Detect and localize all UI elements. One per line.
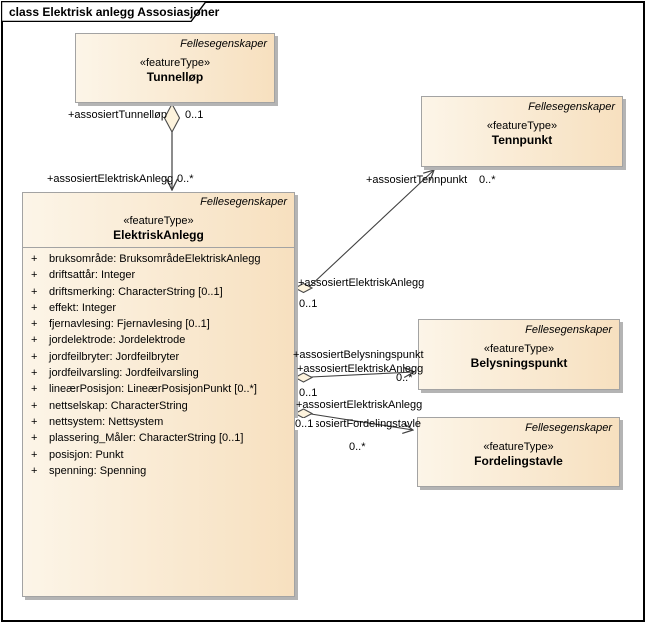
- multiplicity-label[interactable]: 0..1: [185, 109, 204, 121]
- attribute-text: posisjon: Punkt: [49, 448, 124, 461]
- diagram-title: class Elektrisk anlegg Assosiasjoner: [9, 5, 220, 19]
- visibility-marker: +: [31, 318, 38, 331]
- class-name: Tennpunkt: [491, 133, 553, 147]
- property-label: Fellesegenskaper: [525, 422, 612, 434]
- stereotype-label: «featureType»: [483, 441, 554, 453]
- property-label: Fellesegenskaper: [180, 38, 267, 50]
- stereotype-label: «featureType»: [123, 215, 194, 227]
- attribute-row[interactable]: + lineærPosisjon: LineærPosisjonPunkt [0.…: [23, 383, 294, 399]
- visibility-marker: +: [31, 269, 38, 282]
- visibility-marker: +: [31, 464, 38, 477]
- multiplicity-label[interactable]: 0..1: [299, 298, 318, 310]
- role-label-assosiert-elektriskanlegg[interactable]: +assosiertElektriskAnlegg: [298, 277, 425, 289]
- attribute-text: lineærPosisjon: LineærPosisjonPunkt [0..…: [49, 383, 257, 396]
- attribute-row[interactable]: + plassering_Måler: CharacterString [0..1…: [23, 432, 294, 448]
- attribute-row[interactable]: + jordfeilvarsling: Jordfeilvarsling: [23, 367, 294, 383]
- association-tunnellop[interactable]: [163, 102, 181, 190]
- visibility-marker: +: [31, 334, 38, 347]
- aggregation-diamond-icon: [163, 102, 181, 134]
- multiplicity-label[interactable]: 0..*: [349, 441, 366, 453]
- visibility-marker: +: [31, 285, 38, 298]
- role-label-assosiert-tennpunkt[interactable]: +assosiertTennpunkt: [366, 174, 468, 186]
- association-tennpunkt[interactable]: [293, 170, 434, 294]
- attribute-row[interactable]: + fjernavlesing: Fjernavlesing [0..1]: [23, 318, 294, 334]
- property-label: Fellesegenskaper: [200, 196, 287, 208]
- visibility-marker: +: [31, 367, 38, 380]
- multiplicity-label[interactable]: 0..*: [177, 173, 194, 185]
- class-box-tennpunkt[interactable]: Fellesegenskaper «featureType» Tennpunkt: [421, 96, 623, 167]
- visibility-marker: +: [31, 432, 38, 445]
- multiplicity-label[interactable]: 0..1: [295, 418, 317, 430]
- attribute-text: jordfeilvarsling: Jordfeilvarsling: [49, 367, 199, 380]
- role-label-assosiert-fordelingstavle[interactable]: +assosiertFordelingstavle: [296, 418, 422, 430]
- class-header: Fellesegenskaper «featureType» Elektrisk…: [23, 193, 294, 248]
- attribute-row[interactable]: + nettsystem: Nettsystem: [23, 416, 294, 432]
- stereotype-label: «featureType»: [483, 343, 555, 355]
- attribute-row[interactable]: + jordfeilbryter: Jordfeilbryter: [23, 351, 294, 367]
- association-belysningspunkt[interactable]: [293, 372, 414, 383]
- attribute-row[interactable]: + nettselskap: CharacterString: [23, 400, 294, 416]
- attribute-text: nettselskap: CharacterString: [49, 399, 188, 412]
- visibility-marker: +: [31, 301, 38, 314]
- visibility-marker: +: [31, 350, 38, 363]
- attribute-row[interactable]: + posisjon: Punkt: [23, 449, 294, 465]
- property-label: Fellesegenskaper: [528, 101, 615, 113]
- attribute-text: fjernavlesing: Fjernavlesing [0..1]: [49, 318, 210, 331]
- role-label-assosiert-tunnellop[interactable]: +assosiertTunnelløp: [68, 109, 167, 121]
- stereotype-label: «featureType»: [486, 120, 558, 132]
- class-box-fordelingstavle[interactable]: Fellesegenskaper «featureType» Fordeling…: [417, 417, 620, 487]
- visibility-marker: +: [31, 253, 38, 265]
- attribute-compartment: + bruksområde: BruksområdeElektriskAnlegg…: [23, 248, 294, 481]
- role-label-assosiert-elektriskanlegg[interactable]: +assosiertElektriskAnlegg: [296, 399, 423, 411]
- stereotype-label: «featureType»: [139, 57, 211, 69]
- multiplicity-label[interactable]: 0..*: [396, 372, 413, 384]
- attribute-row[interactable]: + jordelektrode: Jordelektrode: [23, 334, 294, 350]
- association-fordelingstavle[interactable]: [293, 408, 413, 430]
- multiplicity-label[interactable]: 0..*: [479, 174, 496, 186]
- class-box-tunnellop[interactable]: Fellesegenskaper «featureType» Tunnelløp: [75, 33, 275, 103]
- visibility-marker: +: [31, 415, 38, 428]
- role-label-assosiert-elektriskanlegg[interactable]: +assosiertElektriskAnlegg: [297, 363, 424, 375]
- attribute-text: plassering_Måler: CharacterString [0..1]: [49, 432, 244, 445]
- visibility-marker: +: [31, 448, 38, 461]
- attribute-row[interactable]: + spenning: Spenning: [23, 465, 294, 481]
- attribute-row[interactable]: + bruksområde: BruksområdeElektriskAnlegg: [23, 253, 294, 269]
- frame-tab: [1, 1, 207, 22]
- aggregation-diamond-icon: [293, 372, 314, 383]
- attribute-text: nettsystem: Nettsystem: [49, 415, 164, 428]
- attribute-text: driftsmerking: CharacterString [0..1]: [49, 285, 223, 298]
- aggregation-diamond-icon: [293, 282, 314, 294]
- visibility-marker: +: [31, 399, 38, 412]
- attribute-row[interactable]: + driftsmerking: CharacterString [0..1]: [23, 286, 294, 302]
- attribute-row[interactable]: + driftsattår: Integer: [23, 269, 294, 285]
- attribute-text: jordfeilbryter: Jordfeilbryter: [49, 350, 180, 363]
- visibility-marker: +: [31, 383, 38, 396]
- attribute-text: jordelektrode: Jordelektrode: [49, 334, 186, 347]
- multiplicity-label[interactable]: 0..1: [299, 387, 318, 399]
- attribute-text: bruksområde: BruksområdeElektriskAnlegg: [49, 253, 261, 265]
- role-label-assosiert-elektriskanlegg[interactable]: +assosiertElektriskAnlegg: [47, 173, 174, 185]
- class-box-elektriskanlegg[interactable]: Fellesegenskaper «featureType» Elektrisk…: [22, 192, 295, 597]
- class-name: Fordelingstavle: [474, 454, 563, 468]
- class-name: ElektriskAnlegg: [113, 228, 204, 242]
- attribute-text: effekt: Integer: [49, 301, 117, 314]
- role-label-assosiert-belysningspunkt[interactable]: +assosiertBelysningspunkt: [293, 349, 424, 361]
- aggregation-diamond-icon: [293, 408, 314, 419]
- property-label: Fellesegenskaper: [525, 324, 612, 336]
- attribute-text: spenning: Spenning: [49, 464, 147, 477]
- attribute-text: driftsattår: Integer: [49, 269, 136, 282]
- attribute-row[interactable]: + effekt: Integer: [23, 302, 294, 318]
- class-box-belysningspunkt[interactable]: Fellesegenskaper «featureType» Belysning…: [418, 319, 620, 390]
- class-name: Tunnelløp: [146, 70, 204, 84]
- class-name: Belysningspunkt: [470, 356, 568, 370]
